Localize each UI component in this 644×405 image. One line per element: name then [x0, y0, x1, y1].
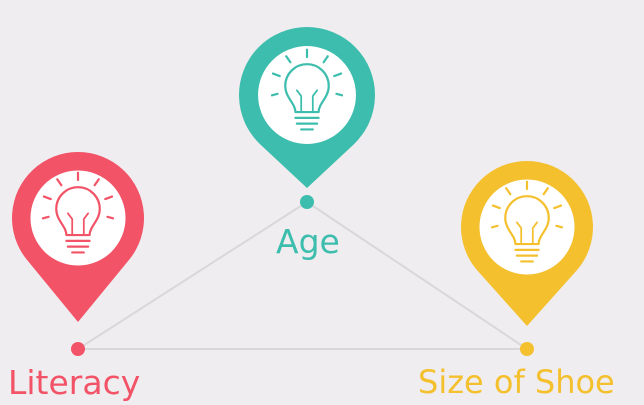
- pin-inner-age: [258, 46, 356, 144]
- dot-shoe: [520, 342, 534, 356]
- label-size-of-shoe: Size of Shoe: [418, 363, 615, 401]
- connector-age-literacy: [77, 201, 308, 350]
- lightbulb-icon: [41, 171, 115, 254]
- dot-age: [300, 195, 314, 209]
- dot-literacy: [71, 342, 85, 356]
- pin-inner-literacy: [30, 170, 126, 266]
- connector-age-shoe: [306, 201, 528, 350]
- node-shoe: [461, 161, 594, 356]
- label-literacy: Literacy: [8, 363, 141, 402]
- pin-inner-shoe: [479, 179, 575, 275]
- lightbulb-icon: [490, 180, 564, 263]
- node-literacy: [12, 152, 145, 356]
- label-age: Age: [276, 222, 340, 261]
- lightbulb-icon: [270, 48, 344, 131]
- node-age: [239, 26, 376, 209]
